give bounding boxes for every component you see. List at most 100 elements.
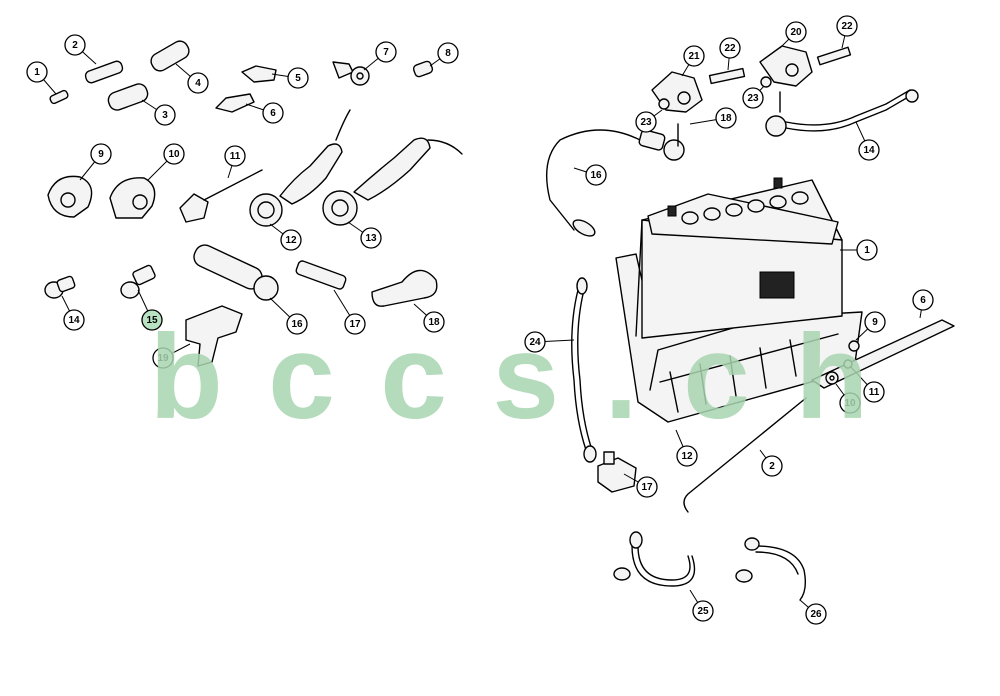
callout-number: 9 — [98, 149, 104, 160]
callout-circle — [344, 313, 366, 335]
callout-circle — [287, 67, 309, 89]
right-callout-17: 17 — [623, 473, 658, 498]
callout-number: 18 — [428, 317, 440, 328]
left-callout-11: 11 — [224, 145, 246, 179]
right-callout-21: 21 — [681, 45, 705, 77]
callout-circle — [676, 445, 698, 467]
callout-circle — [154, 104, 176, 126]
battery-label-icon — [759, 271, 795, 299]
callout-number: 16 — [291, 319, 303, 330]
callout-circle — [360, 227, 382, 249]
callout-circle — [585, 164, 607, 186]
callout-circle — [524, 331, 546, 353]
callout-number: 17 — [349, 319, 361, 330]
callout-circle — [635, 111, 657, 133]
left-callout-3: 3 — [141, 99, 176, 126]
callout-number: 25 — [697, 606, 709, 617]
left-callout-18: 18 — [413, 303, 445, 333]
callout-number: 11 — [230, 151, 241, 162]
callout-number: 13 — [365, 233, 377, 244]
callout-number: 14 — [68, 315, 80, 326]
callout-circle — [761, 455, 783, 477]
left-parts-drawings — [44, 40, 463, 367]
callout-number: 3 — [162, 110, 168, 121]
callout-circle — [839, 392, 861, 414]
callout-circle — [912, 289, 934, 311]
callout-number: 12 — [285, 235, 297, 246]
callout-circle — [286, 313, 308, 335]
callout-circle — [864, 311, 886, 333]
right-callout-22: 22 — [836, 15, 858, 49]
callout-number: 21 — [688, 51, 700, 62]
callout-number: 16 — [590, 170, 602, 181]
callout-number: 2 — [72, 40, 78, 51]
left-callout-19: 19 — [152, 343, 191, 369]
right-callout-14: 14 — [855, 121, 880, 161]
right-callout-18: 18 — [689, 107, 737, 129]
callout-circle — [636, 476, 658, 498]
right-callout-12: 12 — [675, 429, 698, 467]
callout-circle — [863, 381, 885, 403]
callout-circle — [836, 15, 858, 37]
callout-number: 4 — [195, 78, 201, 89]
callout-circle — [262, 102, 284, 124]
callout-number: 7 — [383, 47, 389, 58]
callout-number: 17 — [641, 482, 653, 493]
left-callout-1: 1 — [26, 61, 57, 95]
callout-number: 10 — [168, 149, 180, 160]
callout-circle — [858, 139, 880, 161]
callout-number: 22 — [841, 21, 853, 32]
callout-circle — [805, 603, 827, 625]
callout-number: 10 — [844, 398, 856, 409]
callout-circle — [152, 347, 174, 369]
callout-circle — [437, 42, 459, 64]
right-callout-24: 24 — [524, 331, 575, 353]
right-callout-6: 6 — [912, 289, 934, 319]
callout-circle — [90, 143, 112, 165]
callout-number: 24 — [529, 337, 541, 348]
callout-number: 23 — [747, 93, 759, 104]
callout-circle — [141, 309, 163, 331]
callout-number: 15 — [146, 315, 158, 326]
callout-circle — [742, 87, 764, 109]
callout-number: 22 — [724, 43, 736, 54]
right-callout-9: 9 — [855, 311, 886, 341]
left-callout-12: 12 — [269, 223, 302, 251]
left-callout-6: 6 — [245, 102, 284, 124]
left-callout-14: 14 — [61, 295, 85, 331]
left-callout-17: 17 — [333, 289, 366, 335]
left-callout-4: 4 — [175, 63, 209, 94]
callout-circle — [856, 239, 878, 261]
callout-number: 19 — [157, 353, 169, 364]
filler-caps — [667, 177, 809, 225]
callout-circle — [423, 311, 445, 333]
callout-circle — [785, 21, 807, 43]
callout-number: 20 — [790, 27, 802, 38]
right-callout-11: 11 — [849, 365, 885, 403]
right-callout-2: 2 — [759, 449, 783, 477]
right-callout-25: 25 — [689, 589, 714, 622]
callout-circle — [187, 72, 209, 94]
left-callout-13: 13 — [347, 221, 382, 249]
callout-circle — [63, 309, 85, 331]
callout-number: 2 — [769, 461, 775, 472]
callout-circle — [683, 45, 705, 67]
callout-number: 5 — [295, 73, 301, 84]
callout-number: 9 — [872, 317, 878, 328]
left-callout-7: 7 — [363, 41, 397, 71]
callout-circle — [64, 34, 86, 56]
right-callout-20: 20 — [779, 21, 807, 49]
left-callout-16: 16 — [269, 297, 308, 335]
callout-circle — [375, 41, 397, 63]
callout-circle — [719, 37, 741, 59]
left-callout-15: 15 — [137, 289, 163, 331]
left-callout-5: 5 — [271, 67, 309, 89]
callout-number: 1 — [864, 245, 870, 256]
right-callout-22: 22 — [719, 37, 741, 71]
callout-number: 6 — [920, 295, 926, 306]
callout-number: 26 — [810, 609, 822, 620]
callout-number: 8 — [445, 48, 451, 59]
callout-number: 1 — [34, 67, 40, 78]
